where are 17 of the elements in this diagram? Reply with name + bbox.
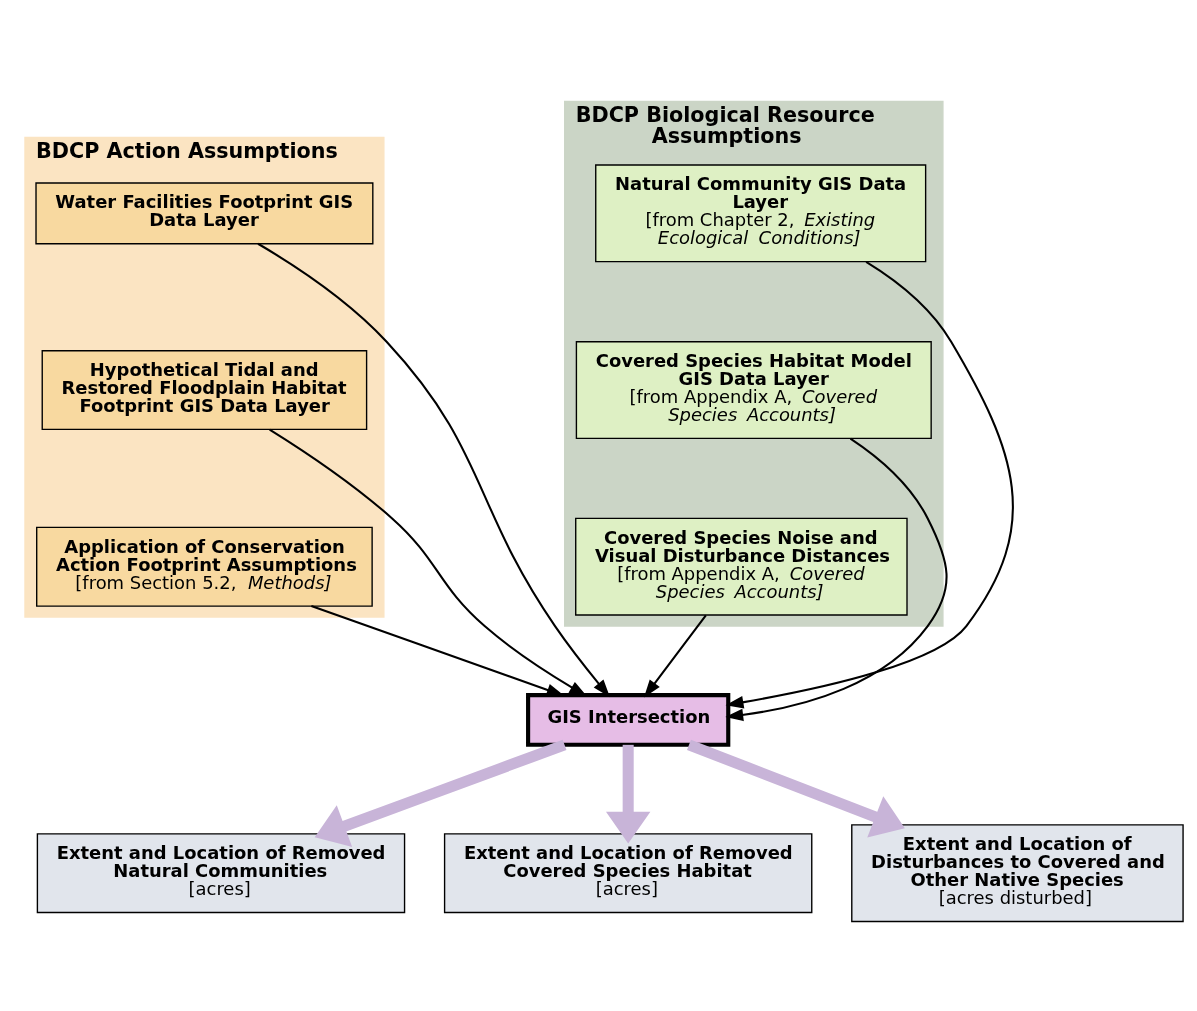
node-box: Covered Species Noise and Visual Disturbance Distances [from Appendix A, Covered Species Accounts] bbox=[575, 517, 908, 616]
arrow bbox=[687, 739, 905, 838]
node-box: Covered Species Habitat Model GIS Data Layer [from Appendix A, Covered Species Accounts] bbox=[575, 340, 932, 439]
node-box: Application of Conservation Action Footprint Assumptions [from Section 5.2, Methods] bbox=[36, 526, 373, 607]
arrow bbox=[725, 437, 948, 721]
arrow bbox=[605, 744, 651, 843]
node-box: Extent and Location of Removed Covered Species Habitat [acres] bbox=[443, 832, 813, 913]
node-box: GIS Intersection bbox=[526, 692, 731, 747]
node-box: Water Facilities Footprint GIS Data Layer bbox=[35, 181, 374, 244]
arrow bbox=[643, 614, 707, 698]
arrow bbox=[725, 260, 1014, 708]
arrow bbox=[257, 242, 610, 697]
node-box: Extent and Location of Removed Natural Communities [acres] bbox=[36, 832, 406, 913]
node-box: Natural Community GIS Data Layer [from Chapter 2, Existing Ecological Conditions] bbox=[595, 163, 927, 262]
node-box: Hypothetical Tidal and Restored Floodplain Habitat Footprint GIS Data Layer bbox=[41, 349, 368, 430]
arrow bbox=[314, 739, 567, 847]
node-box: Extent and Location of Disturbances to Covered and Other Native Species [acres disturbed] bbox=[851, 823, 1184, 922]
